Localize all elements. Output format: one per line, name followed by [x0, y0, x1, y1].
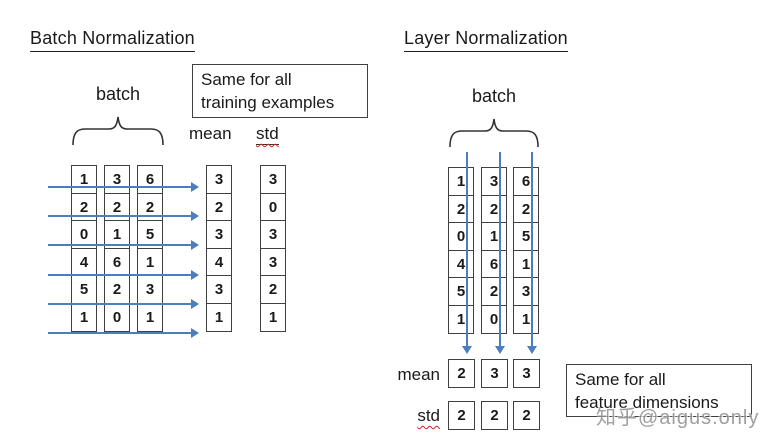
matrix-cell: 3 [513, 277, 539, 306]
row-right-arrow-icon [48, 270, 199, 280]
batch-norm-note-box: Same for all training examples [192, 64, 368, 118]
left-batch-brace-icon [72, 116, 164, 146]
note-line: Same for all [201, 70, 292, 89]
matrix-cell: 4 [448, 249, 474, 279]
matrix-cell: 4 [71, 247, 97, 277]
mean-cell: 3 [481, 359, 508, 388]
matrix-cell: 2 [481, 277, 507, 306]
note-line: feature dimensions [575, 393, 719, 413]
matrix-cell: 1 [71, 302, 97, 332]
mean-cell: 3 [206, 275, 232, 304]
right-mean-label: mean [397, 365, 440, 384]
std-cell: 2 [513, 401, 540, 430]
std-cell: 3 [260, 220, 286, 249]
std-cell: 2 [448, 401, 475, 430]
left-batch-label: batch [95, 84, 141, 104]
column-down-arrow-icon [495, 152, 505, 354]
left-matrix-col-1: 3 2 1 6 2 0 [104, 165, 130, 332]
row-right-arrow-icon [48, 211, 199, 221]
matrix-cell: 0 [481, 304, 507, 334]
row-right-arrow-icon [48, 182, 199, 192]
right-matrix-col-1: 3 2 1 6 2 0 [481, 167, 507, 334]
note-line: Same for all [575, 370, 666, 389]
note-line: training examples [201, 93, 335, 113]
matrix-cell: 1 [513, 304, 539, 334]
right-batch-label: batch [471, 86, 517, 106]
row-right-arrow-icon [48, 328, 199, 338]
std-cell: 3 [260, 247, 286, 277]
column-down-arrow-icon [462, 152, 472, 354]
left-mean-label: mean [189, 124, 232, 143]
matrix-cell: 2 [71, 192, 97, 222]
matrix-cell: 0 [104, 302, 130, 332]
std-cell: 1 [260, 302, 286, 332]
matrix-cell: 1 [137, 247, 163, 277]
left-std-label: std [256, 124, 279, 145]
matrix-cell: 1 [448, 167, 474, 196]
right-std-text: std [417, 406, 440, 425]
left-matrix-col-0: 1 2 0 4 5 1 [71, 165, 97, 332]
batch-norm-title: Batch Normalization [30, 28, 195, 52]
matrix-cell: 1 [448, 304, 474, 334]
matrix-cell: 0 [448, 222, 474, 251]
mean-cell: 3 [206, 220, 232, 249]
mean-cell: 4 [206, 247, 232, 277]
matrix-cell: 6 [513, 167, 539, 196]
matrix-cell: 2 [104, 275, 130, 304]
matrix-cell: 2 [513, 194, 539, 224]
layer-norm-title: Layer Normalization [404, 28, 568, 52]
matrix-cell: 6 [481, 249, 507, 279]
right-matrix-col-2: 6 2 5 1 3 1 [513, 167, 539, 334]
matrix-cell: 2 [448, 194, 474, 224]
matrix-cell: 6 [104, 247, 130, 277]
matrix-cell: 3 [481, 167, 507, 196]
row-right-arrow-icon [48, 240, 199, 250]
matrix-cell: 2 [104, 192, 130, 222]
mean-cell: 2 [448, 359, 475, 388]
matrix-cell: 5 [448, 277, 474, 306]
matrix-cell: 1 [481, 222, 507, 251]
matrix-cell: 1 [137, 302, 163, 332]
std-cell: 2 [481, 401, 508, 430]
std-cell: 2 [260, 275, 286, 304]
matrix-cell: 6 [137, 165, 163, 194]
left-std-text: std [256, 124, 279, 143]
mean-cell: 3 [206, 165, 232, 194]
right-std-label: std [390, 406, 440, 426]
left-std-column: 3 0 3 3 2 1 [260, 165, 286, 332]
mean-cell: 1 [206, 302, 232, 332]
right-matrix-col-0: 1 2 0 4 5 1 [448, 167, 474, 334]
matrix-cell: 3 [104, 165, 130, 194]
matrix-cell: 2 [481, 194, 507, 224]
left-mean-column: 3 2 3 4 3 1 [206, 165, 232, 332]
matrix-cell: 1 [513, 249, 539, 279]
row-right-arrow-icon [48, 299, 199, 309]
std-cell: 0 [260, 192, 286, 222]
layer-norm-note-box: Same for all feature dimensions [566, 364, 752, 417]
mean-cell: 3 [513, 359, 540, 388]
matrix-cell: 2 [137, 192, 163, 222]
left-matrix-col-2: 6 2 5 1 3 1 [137, 165, 163, 332]
matrix-cell: 5 [71, 275, 97, 304]
std-cell: 3 [260, 165, 286, 194]
column-down-arrow-icon [527, 152, 537, 354]
mean-cell: 2 [206, 192, 232, 222]
right-batch-brace-icon [449, 118, 539, 148]
matrix-cell: 1 [71, 165, 97, 194]
matrix-cell: 5 [513, 222, 539, 251]
matrix-cell: 3 [137, 275, 163, 304]
